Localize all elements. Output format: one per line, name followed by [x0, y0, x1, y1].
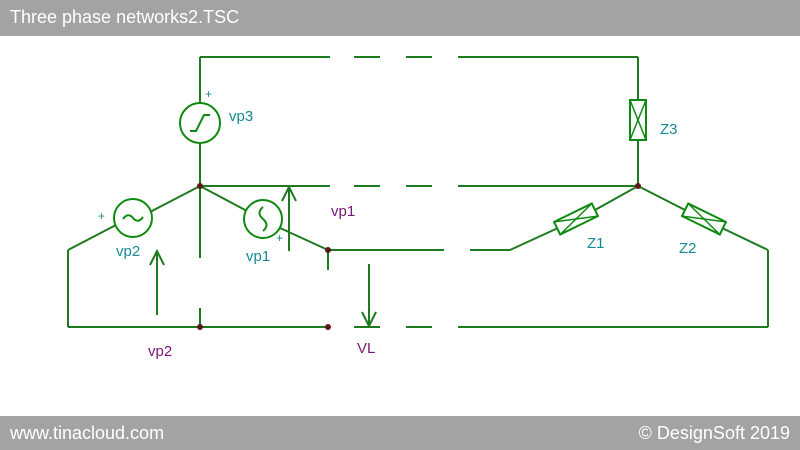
- arrow-vp1-head-icon: [281, 184, 297, 202]
- wire-z1-b: [594, 185, 639, 211]
- source-vp1-symbol-icon: [258, 206, 268, 232]
- arrow-vp2-head-icon: [149, 248, 165, 266]
- copyright-text: © DesignSoft 2019: [638, 423, 790, 443]
- voltage-label-vp1: vp1: [331, 203, 355, 220]
- voltage-label-vl: VL: [357, 340, 375, 357]
- title-bar: Three phase networks2.TSC: [0, 0, 800, 36]
- voltage-label-vp2: vp2: [148, 343, 172, 360]
- wire-vp2-a: [149, 185, 201, 213]
- source-vp1[interactable]: [243, 199, 283, 239]
- source-vp3[interactable]: [179, 102, 221, 144]
- impedance-z1[interactable]: [552, 202, 600, 236]
- impedance-z2[interactable]: [680, 202, 728, 236]
- source-vp2-label: vp2: [116, 243, 140, 260]
- node-neutral: [197, 183, 203, 189]
- footer-bar: www.tinacloud.com © DesignSoft 2019: [0, 416, 800, 450]
- source-vp1-label: vp1: [246, 248, 270, 265]
- wire-vp1-a: [199, 185, 248, 212]
- wire-vp1-b: [279, 227, 329, 251]
- node-star: [635, 183, 641, 189]
- wire-z1-a: [509, 227, 559, 251]
- source-vp3-symbol-icon: [190, 114, 210, 132]
- source-vp1-plus: +: [276, 231, 283, 245]
- wire-vp2-b: [67, 224, 117, 251]
- source-vp2-plus: +: [98, 209, 105, 223]
- node-phase2: [325, 324, 331, 330]
- impedance-z1-label: Z1: [587, 235, 605, 252]
- source-vp3-label: vp3: [229, 108, 253, 125]
- impedance-z3-cross-b: [629, 99, 647, 141]
- source-vp2[interactable]: [113, 198, 153, 238]
- voltage-arrows: [149, 184, 377, 329]
- impedance-z2-cross-b: [681, 215, 727, 223]
- nodes: [197, 183, 641, 330]
- node-phase1: [325, 247, 331, 253]
- impedance-z3[interactable]: [629, 99, 647, 141]
- source-vp3-plus: +: [205, 87, 212, 101]
- impedance-z1-cross-b: [559, 202, 593, 236]
- impedance-z2-label: Z2: [679, 240, 697, 257]
- window-title: Three phase networks2.TSC: [10, 7, 240, 27]
- wire-z2-a: [637, 185, 686, 211]
- source-vp2-symbol-icon: [122, 214, 144, 222]
- impedance-z3-label: Z3: [660, 121, 678, 138]
- arrow-vl-head-icon: [361, 311, 377, 329]
- circuit-diagram: + vp3 + vp2 + vp1 Z3 Z1 Z2: [67, 56, 769, 360]
- node-neutral-bottom: [197, 324, 203, 330]
- website-link[interactable]: www.tinacloud.com: [10, 423, 165, 443]
- wires: [67, 56, 769, 328]
- wire-z2-b: [721, 227, 769, 251]
